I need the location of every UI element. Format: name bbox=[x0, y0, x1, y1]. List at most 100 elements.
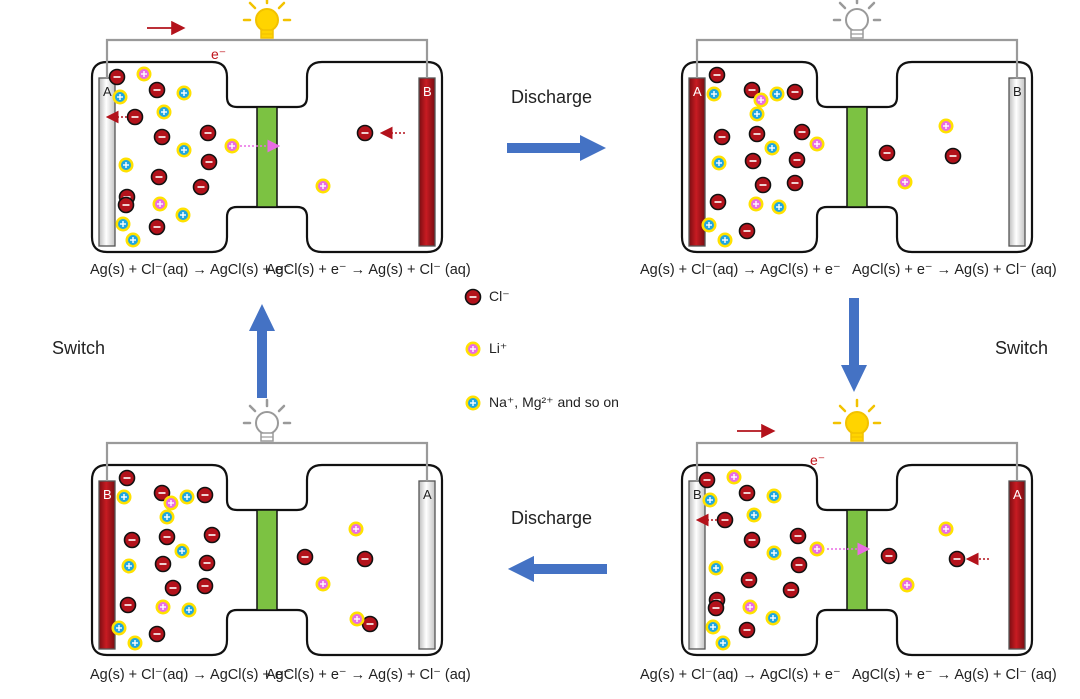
lithium-ion bbox=[753, 92, 769, 108]
lit-bulb-icon bbox=[242, 0, 292, 39]
lithium-ion bbox=[938, 521, 954, 537]
sodium-ion bbox=[118, 157, 134, 173]
sodium-ion bbox=[711, 155, 727, 171]
sodium-ion bbox=[111, 620, 127, 636]
sodium-ion bbox=[465, 395, 481, 411]
electron-label-top: e⁻ bbox=[211, 46, 227, 62]
membrane bbox=[256, 509, 278, 611]
reduction-equation-bottom-left: AgCl(s) + e⁻ → Ag(s) + Cl⁻ (aq) bbox=[266, 667, 471, 683]
external-wire bbox=[105, 441, 429, 481]
sodium-ion bbox=[749, 106, 765, 122]
sodium-ion bbox=[766, 545, 782, 561]
left-electrode-letter: B bbox=[693, 487, 702, 502]
chloride-ion bbox=[153, 484, 171, 502]
sodium-ion bbox=[705, 619, 721, 635]
external-wire bbox=[695, 441, 1019, 481]
chloride-ion bbox=[878, 144, 896, 162]
electron-label-bottom: e⁻ bbox=[810, 452, 826, 468]
external-wire bbox=[105, 38, 429, 78]
chloride-ion bbox=[789, 527, 807, 545]
chloride-ion bbox=[790, 556, 808, 574]
chloride-ion bbox=[148, 218, 166, 236]
lithium-ion bbox=[315, 178, 331, 194]
reduction-equation-bottom-right: AgCl(s) + e⁻ → Ag(s) + Cl⁻ (aq) bbox=[852, 667, 1057, 683]
chloride-ion bbox=[944, 147, 962, 165]
chloride-ion bbox=[153, 128, 171, 146]
chloride-ion bbox=[738, 484, 756, 502]
lithium-ion bbox=[897, 174, 913, 190]
sodium-ion bbox=[156, 104, 172, 120]
discharge-label-top: Discharge bbox=[511, 87, 593, 107]
chloride-ion bbox=[198, 554, 216, 572]
lithium-ion bbox=[726, 469, 742, 485]
legend-lithium-label: Li⁺ bbox=[489, 340, 508, 356]
switch-label-right: Switch bbox=[995, 338, 1049, 358]
chloride-ion bbox=[108, 68, 126, 86]
legend-chloride-label: Cl⁻ bbox=[489, 288, 510, 304]
lithium-ion bbox=[809, 541, 825, 557]
left-electrode-letter: A bbox=[693, 84, 702, 99]
chloride-ion bbox=[200, 153, 218, 171]
lithium-ion bbox=[809, 136, 825, 152]
sodium-ion bbox=[706, 86, 722, 102]
chloride-ion bbox=[118, 469, 136, 487]
sodium-ion bbox=[115, 216, 131, 232]
left-electrode-letter: B bbox=[103, 487, 112, 502]
chloride-ion bbox=[744, 152, 762, 170]
sodium-ion bbox=[708, 560, 724, 576]
chloride-ion bbox=[199, 124, 217, 142]
sodium-ion bbox=[121, 558, 137, 574]
chloride-ion bbox=[196, 577, 214, 595]
membrane bbox=[256, 106, 278, 208]
chloride-ion bbox=[361, 615, 379, 633]
chloride-ion bbox=[788, 151, 806, 169]
oxidation-equation-bottom-left: Ag(s) + Cl⁻(aq) → AgCl(s) + e⁻ bbox=[90, 667, 291, 683]
sodium-ion bbox=[771, 199, 787, 215]
chloride-ion bbox=[738, 222, 756, 240]
reduction-equation-top-right: AgCl(s) + e⁻ → Ag(s) + Cl⁻ (aq) bbox=[852, 262, 1057, 278]
chloride-ion bbox=[786, 174, 804, 192]
right-electrode-letter: B bbox=[1013, 84, 1022, 99]
lithium-ion bbox=[742, 599, 758, 615]
sodium-ion bbox=[766, 488, 782, 504]
membrane bbox=[846, 106, 868, 208]
chloride-ion bbox=[192, 178, 210, 196]
chloride-ion bbox=[713, 128, 731, 146]
lithium-ion bbox=[938, 118, 954, 134]
chloride-ion bbox=[707, 599, 725, 617]
chloride-ion bbox=[793, 123, 811, 141]
lithium-ion bbox=[224, 138, 240, 154]
sodium-ion bbox=[174, 543, 190, 559]
sodium-ion bbox=[701, 217, 717, 233]
lithium-ion bbox=[155, 599, 171, 615]
chloride-ion bbox=[154, 555, 172, 573]
chloride-ion bbox=[123, 531, 141, 549]
right-electrode bbox=[418, 480, 436, 650]
chloride-ion bbox=[148, 81, 166, 99]
chloride-ion bbox=[464, 288, 482, 306]
lithium-ion bbox=[136, 66, 152, 82]
sodium-ion bbox=[116, 489, 132, 505]
sodium-ion bbox=[159, 509, 175, 525]
chloride-ion bbox=[196, 486, 214, 504]
sodium-ion bbox=[769, 86, 785, 102]
lithium-ion bbox=[748, 196, 764, 212]
right-electrode bbox=[418, 77, 436, 247]
lithium-ion bbox=[152, 196, 168, 212]
chloride-ion bbox=[158, 528, 176, 546]
chloride-ion bbox=[782, 581, 800, 599]
chloride-ion bbox=[740, 571, 758, 589]
chloride-ion bbox=[356, 124, 374, 142]
discharge-arrow-bottom bbox=[508, 556, 607, 582]
sodium-ion bbox=[179, 489, 195, 505]
chloride-ion bbox=[296, 548, 314, 566]
sodium-ion bbox=[125, 232, 141, 248]
lit-bulb-icon bbox=[832, 398, 882, 442]
unlit-bulb-icon bbox=[242, 398, 292, 442]
discharge-arrow-top bbox=[507, 135, 606, 161]
